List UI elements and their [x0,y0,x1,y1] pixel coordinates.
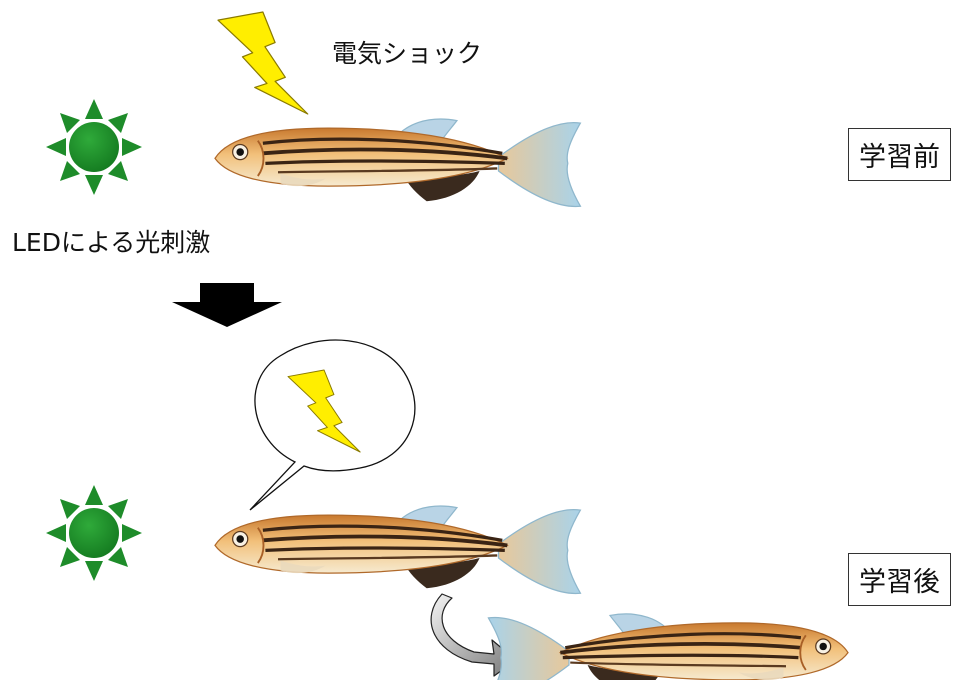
lightning-icon-shock [218,12,308,114]
led-stimulus-label: LEDによる光刺激 [12,223,210,259]
led-light-icon-after [46,485,142,581]
zebrafish-icon-after [215,506,580,593]
shock-label: 電気ショック [332,34,482,70]
before-learning-label: 学習前 [848,128,951,181]
led-light-icon-before [46,99,142,195]
after-learning-label: 学習後 [848,553,951,606]
down-arrow-icon [172,283,282,327]
zebrafish-icon-escaping [488,614,848,680]
zebrafish-icon-before [215,119,580,206]
